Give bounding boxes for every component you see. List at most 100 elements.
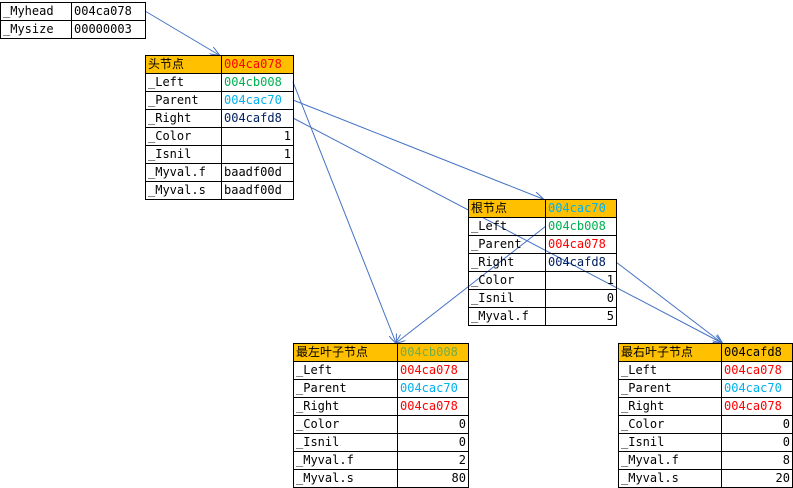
table-row: _Parent 004cac70: [145, 91, 294, 110]
field-label: _Myval.s: [293, 469, 398, 488]
field-value: 0: [721, 433, 793, 452]
field-label: _Right: [293, 397, 398, 416]
table-row: _Myval.s baadf00d: [145, 181, 294, 200]
table-row: _Color 1: [145, 127, 294, 146]
field-label: _Left: [145, 73, 222, 92]
field-value: 80: [397, 469, 469, 488]
field-label: _Myval.f: [293, 451, 398, 470]
table-row: _Color 0: [618, 415, 793, 434]
node-title: 根节点: [468, 199, 546, 218]
table-row: _Right 004cafd8: [145, 109, 294, 128]
field-value: 004ca078: [721, 361, 793, 380]
field-value: 004ca078: [397, 397, 469, 416]
table-row: _Isnil 0: [293, 433, 469, 452]
rightmost-node-table: 最右叶子节点 004cafd8 _Left 004ca078 _Parent 0…: [618, 343, 793, 488]
field-label: _Parent: [618, 379, 722, 398]
field-label: _Color: [468, 271, 546, 290]
field-value: 1: [545, 271, 617, 290]
field-label: _Myval.s: [618, 469, 722, 488]
field-label: _Isnil: [145, 145, 222, 164]
field-value: 004cb008: [545, 217, 617, 236]
field-label: _Left: [293, 361, 398, 380]
node-address: 004cb008: [397, 343, 469, 362]
table-row: _Mysize 00000003: [0, 20, 146, 39]
table-row: _Isnil 1: [145, 145, 294, 164]
table-header-row: 最左叶子节点 004cb008: [293, 343, 469, 362]
field-label: _Isnil: [293, 433, 398, 452]
node-address: 004cafd8: [721, 343, 793, 362]
field-value: 0: [721, 415, 793, 434]
field-value: 004cafd8: [221, 109, 294, 128]
field-label: _Myval.f: [468, 307, 546, 326]
field-value: 0: [397, 433, 469, 452]
table-header-row: 最右叶子节点 004cafd8: [618, 343, 793, 362]
field-value: 004cb008: [221, 73, 294, 92]
table-row: _Parent 004ca078: [468, 235, 617, 254]
field-value: 004ca078: [71, 2, 146, 21]
field-label: _Myval.f: [618, 451, 722, 470]
field-value: 0: [397, 415, 469, 434]
leftmost-node-table: 最左叶子节点 004cb008 _Left 004ca078 _Parent 0…: [293, 343, 469, 488]
node-address: 004ca078: [221, 55, 294, 74]
field-value: 2: [397, 451, 469, 470]
table-row: _Right 004ca078: [618, 397, 793, 416]
field-value: 5: [545, 307, 617, 326]
field-label: _Isnil: [618, 433, 722, 452]
field-value: baadf00d: [221, 181, 294, 200]
field-label: _Isnil: [468, 289, 546, 308]
table-row: _Parent 004cac70: [618, 379, 793, 398]
field-value: 004ca078: [721, 397, 793, 416]
table-row: _Right 004ca078: [293, 397, 469, 416]
table-row: _Myval.f 5: [468, 307, 617, 326]
field-value: 1: [221, 145, 294, 164]
table-header-row: 根节点 004cac70: [468, 199, 617, 218]
field-value: baadf00d: [221, 163, 294, 182]
arrow-head-parent-to-root: [292, 99, 543, 199]
field-value: 004ca078: [545, 235, 617, 254]
field-label: _Color: [145, 127, 222, 146]
field-value: 004cac70: [221, 91, 294, 110]
field-value: 004cafd8: [545, 253, 617, 272]
table-row: _Myval.f 2: [293, 451, 469, 470]
field-label: _Color: [293, 415, 398, 434]
table-row: _Left 004ca078: [618, 361, 793, 380]
field-label: _Parent: [468, 235, 546, 254]
node-title: 最左叶子节点: [293, 343, 398, 362]
node-title: 最右叶子节点: [618, 343, 722, 362]
table-row: _Color 1: [468, 271, 617, 290]
table-row: _Myhead 004ca078: [0, 2, 146, 21]
node-title: 头节点: [145, 55, 222, 74]
table-row: _Left 004cb008: [468, 217, 617, 236]
table-row: _Right 004cafd8: [468, 253, 617, 272]
field-label: _Right: [618, 397, 722, 416]
table-row: _Myval.s 20: [618, 469, 793, 488]
table-row: _Isnil 0: [468, 289, 617, 308]
field-label: _Myval.s: [145, 181, 222, 200]
field-label: _Myhead: [0, 2, 72, 21]
field-label: _Parent: [145, 91, 222, 110]
table-row: _Isnil 0: [618, 433, 793, 452]
field-value: 0: [545, 289, 617, 308]
field-label: _Color: [618, 415, 722, 434]
field-value: 00000003: [71, 20, 146, 39]
field-label: _Mysize: [0, 20, 72, 39]
root-node-table: 根节点 004cac70 _Left 004cb008 _Parent 004c…: [468, 199, 617, 326]
field-value: 004cac70: [397, 379, 469, 398]
table-header-row: 头节点 004ca078: [145, 55, 294, 74]
arrow-myhead-to-head: [144, 10, 219, 55]
field-label: _Right: [468, 253, 546, 272]
table-row: _Myval.f 8: [618, 451, 793, 470]
table-row: _Myval.s 80: [293, 469, 469, 488]
field-label: _Left: [618, 361, 722, 380]
table-row: _Parent 004cac70: [293, 379, 469, 398]
field-value: 004cac70: [721, 379, 793, 398]
field-value: 8: [721, 451, 793, 470]
field-label: _Parent: [293, 379, 398, 398]
arrow-root-right-to-rightmost: [615, 261, 722, 343]
table-row: _Myval.f baadf00d: [145, 163, 294, 182]
field-value: 004ca078: [397, 361, 469, 380]
table-row: _Color 0: [293, 415, 469, 434]
list-object-table: _Myhead 004ca078 _Mysize 00000003: [0, 2, 146, 39]
table-row: _Left 004cb008: [145, 73, 294, 92]
field-value: 20: [721, 469, 793, 488]
